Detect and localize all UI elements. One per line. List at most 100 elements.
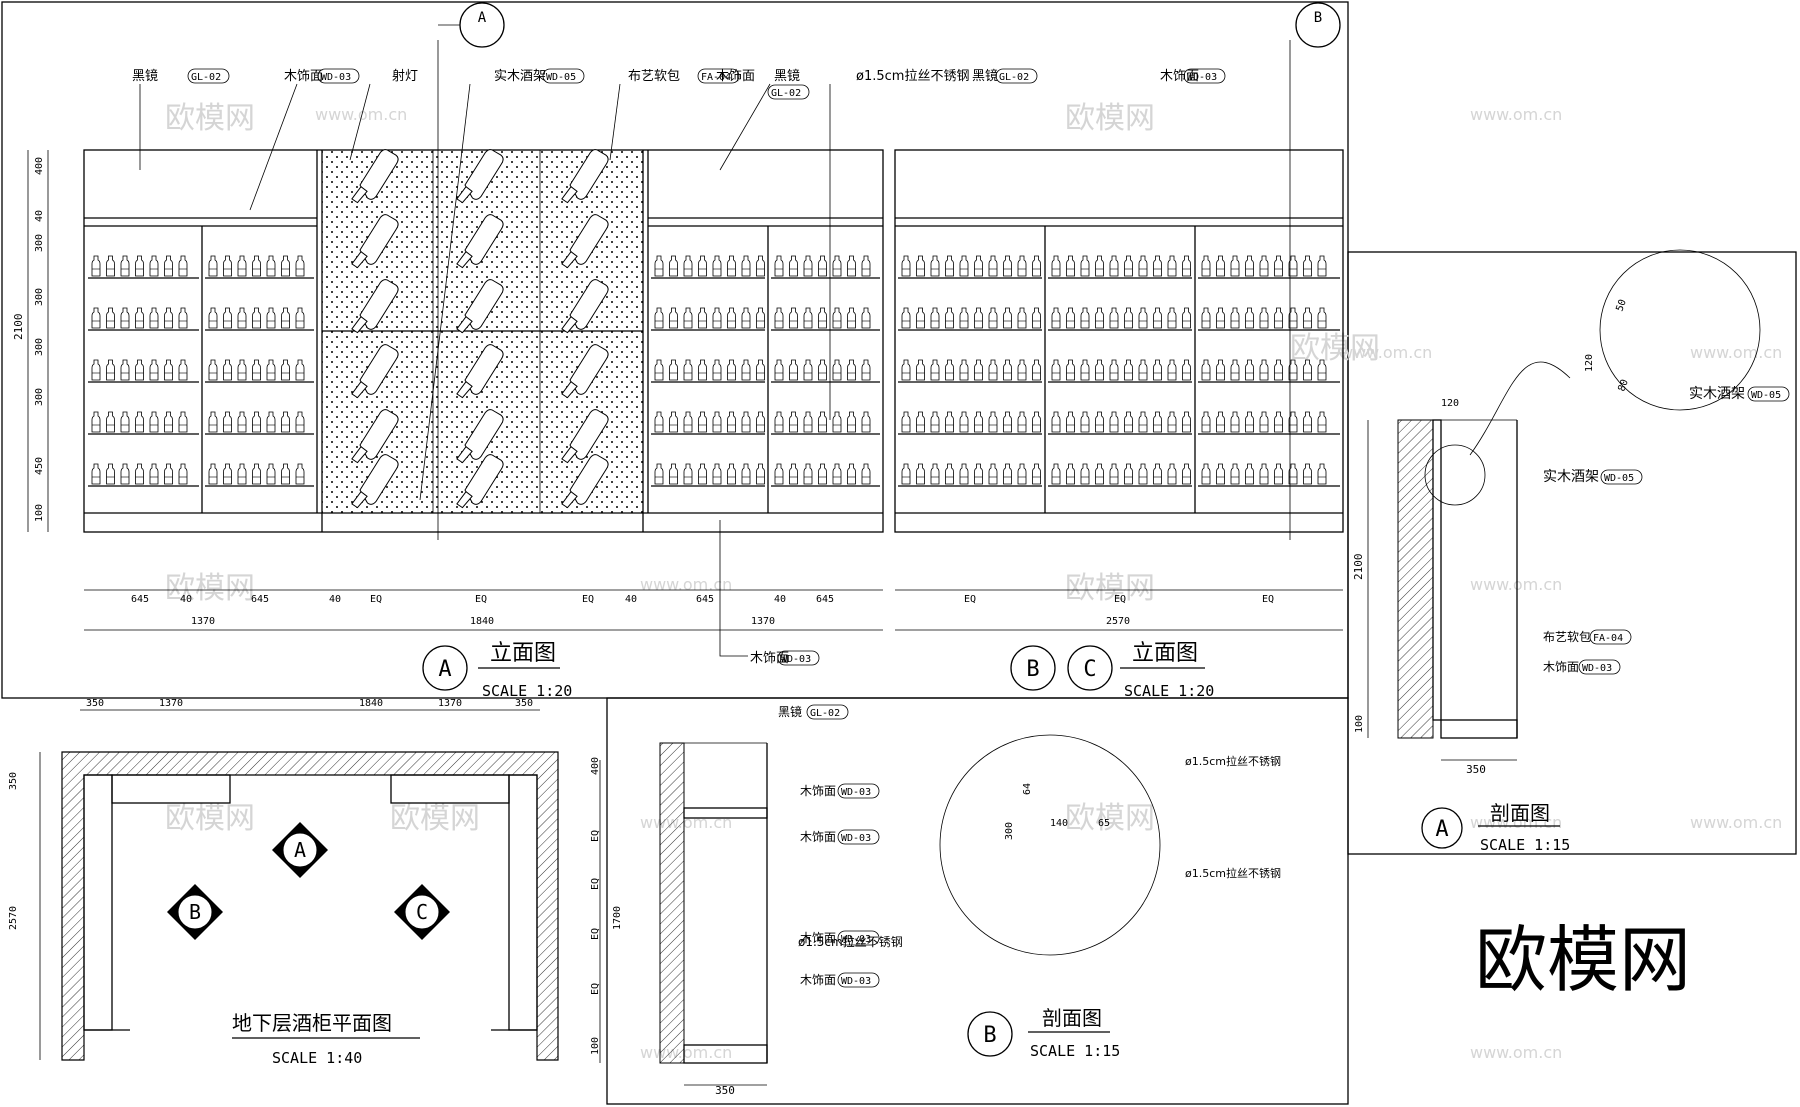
wine-bottle <box>295 463 305 485</box>
watermark-url: www.om.cn <box>1470 1043 1562 1062</box>
wine-bottle <box>654 463 664 485</box>
wine-bottle <box>1153 255 1162 277</box>
wine-bottle <box>945 255 954 277</box>
wine-bottle <box>1080 411 1090 433</box>
wine-bottle <box>1303 411 1312 433</box>
callout-text: 布艺软包 <box>628 69 680 84</box>
wine-bottle <box>1245 411 1254 433</box>
material-tag <box>697 68 740 84</box>
wine-bottle <box>789 463 798 485</box>
leader-line <box>609 83 621 161</box>
wine-bottle <box>178 359 188 381</box>
view-scale: SCALE 1:15 <box>1030 1042 1120 1060</box>
wine-bottle <box>1317 411 1327 433</box>
dim-text: EQ <box>590 928 601 940</box>
wine-bottle <box>237 411 247 433</box>
dim-text: 2570 <box>8 906 19 930</box>
wine-bottle <box>683 307 693 329</box>
material-tag <box>837 783 880 799</box>
callout-text: 木饰面 <box>800 830 836 844</box>
wine-bottle <box>223 411 232 433</box>
wine-bottle <box>208 463 218 485</box>
wine-bottle <box>120 307 130 329</box>
wine-bottle <box>774 359 784 381</box>
wine-bottle <box>930 463 940 485</box>
wine-bottle <box>1080 463 1090 485</box>
dim-text: 100 <box>34 504 45 522</box>
wine-bottle <box>712 463 722 485</box>
wine-bottle <box>223 307 232 329</box>
wine-bottle <box>930 411 940 433</box>
callout-text: 黑镜 <box>972 69 998 84</box>
dim-text: 1370 <box>191 616 215 627</box>
view-marker <box>1067 645 1113 691</box>
wine-bottle <box>1230 463 1240 485</box>
wine-bottle <box>1003 359 1012 381</box>
wine-bottle <box>106 307 115 329</box>
wine-bottle <box>698 307 707 329</box>
wine-bottle <box>266 307 276 329</box>
wine-bottle <box>237 359 247 381</box>
wine-bottle <box>120 359 130 381</box>
wine-bottle <box>988 255 998 277</box>
wine-bottle <box>727 359 736 381</box>
wine-bottle <box>208 359 218 381</box>
dim-text: 40 <box>329 594 341 605</box>
leader-line <box>419 83 471 501</box>
callout-text: 实木酒架 <box>1543 469 1599 485</box>
material-tag <box>1183 68 1226 84</box>
wine-bottle <box>847 411 856 433</box>
dim-text: EQ <box>590 830 601 842</box>
material-tag <box>1578 659 1621 675</box>
wine-bottle <box>164 359 173 381</box>
wine-bottle <box>916 307 925 329</box>
dim-text: EQ <box>582 594 594 605</box>
wine-bottle <box>901 411 911 433</box>
wine-bottle <box>901 307 911 329</box>
dim-text: 40 <box>180 594 192 605</box>
dim-text: 350 <box>515 698 533 709</box>
wine-bottle <box>1080 255 1090 277</box>
view-title: 立面图 <box>1132 641 1198 666</box>
wine-bottle <box>1124 307 1133 329</box>
wine-bottle <box>1017 359 1027 381</box>
view-marker <box>1010 645 1056 691</box>
wine-bottle <box>1274 255 1283 277</box>
wine-bottle <box>1259 255 1269 277</box>
wine-bottle <box>1182 463 1191 485</box>
wine-bottle <box>1017 463 1027 485</box>
watermark-logo: 欧模网 <box>390 801 480 836</box>
material-code: WD-03 <box>841 976 871 987</box>
wine-bottle <box>727 411 736 433</box>
elevation-a <box>83 145 884 533</box>
wine-bottle <box>916 411 925 433</box>
wine-bottle <box>1066 359 1075 381</box>
callout-text: 木饰面 <box>1160 69 1199 84</box>
wine-bottle <box>818 307 827 329</box>
wine-bottle <box>832 359 842 381</box>
wine-bottle <box>1201 463 1211 485</box>
dim-text: 350 <box>1466 763 1486 776</box>
callout-text: ø1.5cm拉丝不锈钢 <box>1185 866 1281 880</box>
wine-bottle <box>1182 307 1191 329</box>
material-code: FA-04 <box>1593 633 1623 644</box>
wine-bottle <box>974 411 983 433</box>
material-tag <box>806 704 849 720</box>
direction-marker-label: B <box>189 900 201 924</box>
wine-bottle <box>988 411 998 433</box>
callout-text: 木饰面 <box>1543 660 1579 674</box>
leader-line <box>719 83 771 171</box>
wine-bottle <box>1095 463 1104 485</box>
direction-marker-label: C <box>416 900 428 924</box>
callout-text: 木饰面 <box>800 784 836 798</box>
direction-marker-circle <box>404 894 440 930</box>
dim-text: 450 <box>34 457 45 475</box>
wine-bottle <box>756 307 765 329</box>
dim-text: 100 <box>590 1037 601 1055</box>
view-marker <box>967 1011 1013 1057</box>
bottle-rows <box>898 255 1340 487</box>
view-scale: SCALE 1:40 <box>272 1049 362 1067</box>
floor-plan <box>39 709 559 1061</box>
dim-text: 2100 <box>1352 554 1365 581</box>
